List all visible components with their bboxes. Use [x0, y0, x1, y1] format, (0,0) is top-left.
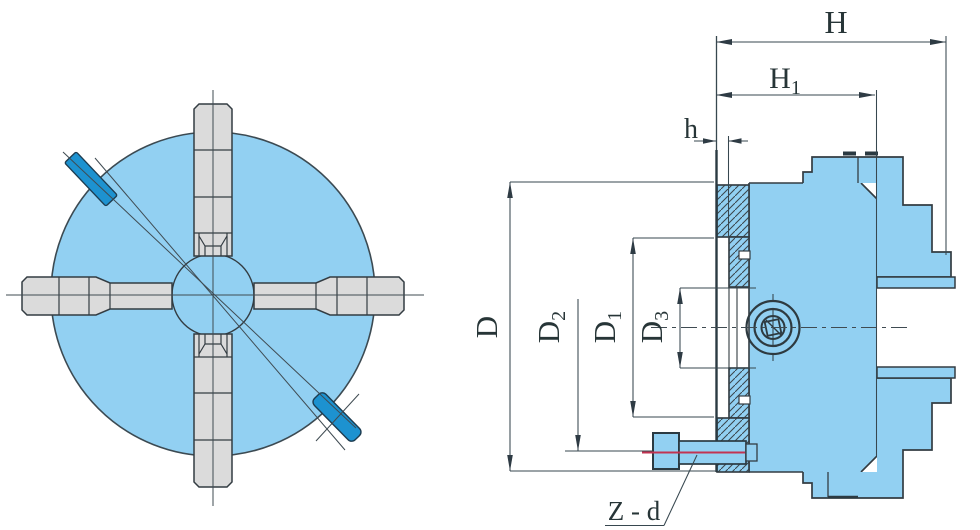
dim-D3: D3 — [634, 287, 756, 369]
dim-label-h: h — [684, 114, 698, 145]
flange-notch-upper — [738, 250, 751, 260]
arrowhead — [677, 288, 683, 304]
diagonal-centerline-2 — [94, 157, 346, 451]
bottom-jaw-base-strip — [876, 366, 956, 379]
arrowhead — [716, 92, 732, 98]
arrowhead — [507, 455, 513, 471]
chuck-body-outline — [748, 182, 878, 473]
dim-D: D — [469, 181, 716, 472]
bolt-hole-end — [745, 443, 758, 462]
diagonal-centerline-1 — [62, 151, 357, 429]
dim-label-D3: D3 — [634, 311, 673, 343]
jaw-left — [21, 276, 173, 316]
dim-label-D1: D1 — [587, 311, 626, 343]
dim-label-Zd: Z - d — [608, 496, 661, 526]
arrowhead — [930, 39, 946, 45]
arrowhead — [716, 39, 732, 45]
dim-label-H: H — [824, 4, 847, 40]
dim-label-D: D — [469, 316, 504, 338]
dim-label-H1: H1 — [769, 62, 801, 99]
dim-label-D2: D2 — [531, 311, 570, 343]
arrowhead — [677, 352, 683, 368]
dim-h: h — [684, 114, 748, 238]
top-jaw-section-outline — [802, 156, 952, 278]
arrowhead — [703, 138, 716, 144]
dim-D2: D2 — [531, 299, 653, 452]
dimensions: H H1 h D — [469, 4, 947, 527]
dim-H: H — [715, 4, 947, 255]
arrowhead — [575, 435, 581, 451]
dim-H1: H1 — [716, 62, 878, 456]
bore-step-lines — [728, 287, 738, 368]
flange-section — [715, 150, 751, 473]
jaw-right — [253, 276, 405, 316]
arrowhead — [630, 238, 636, 254]
arrowhead — [859, 92, 875, 98]
arrowhead — [630, 401, 636, 417]
socket-axis-line — [315, 393, 360, 442]
arrowhead — [728, 138, 742, 144]
bolt-head — [652, 432, 680, 470]
front-view — [6, 90, 424, 506]
top-jaw-base-strip — [876, 276, 956, 289]
bottom-jaw-section-outline — [802, 377, 952, 499]
arrowhead — [507, 182, 513, 198]
dim-D1: D1 — [587, 237, 714, 418]
square-drive-hole — [763, 318, 783, 337]
side-view — [642, 150, 956, 499]
flange-notch-lower — [738, 395, 751, 405]
front-centerlines — [6, 90, 424, 506]
callout-Zd: Z - d — [605, 454, 698, 527]
